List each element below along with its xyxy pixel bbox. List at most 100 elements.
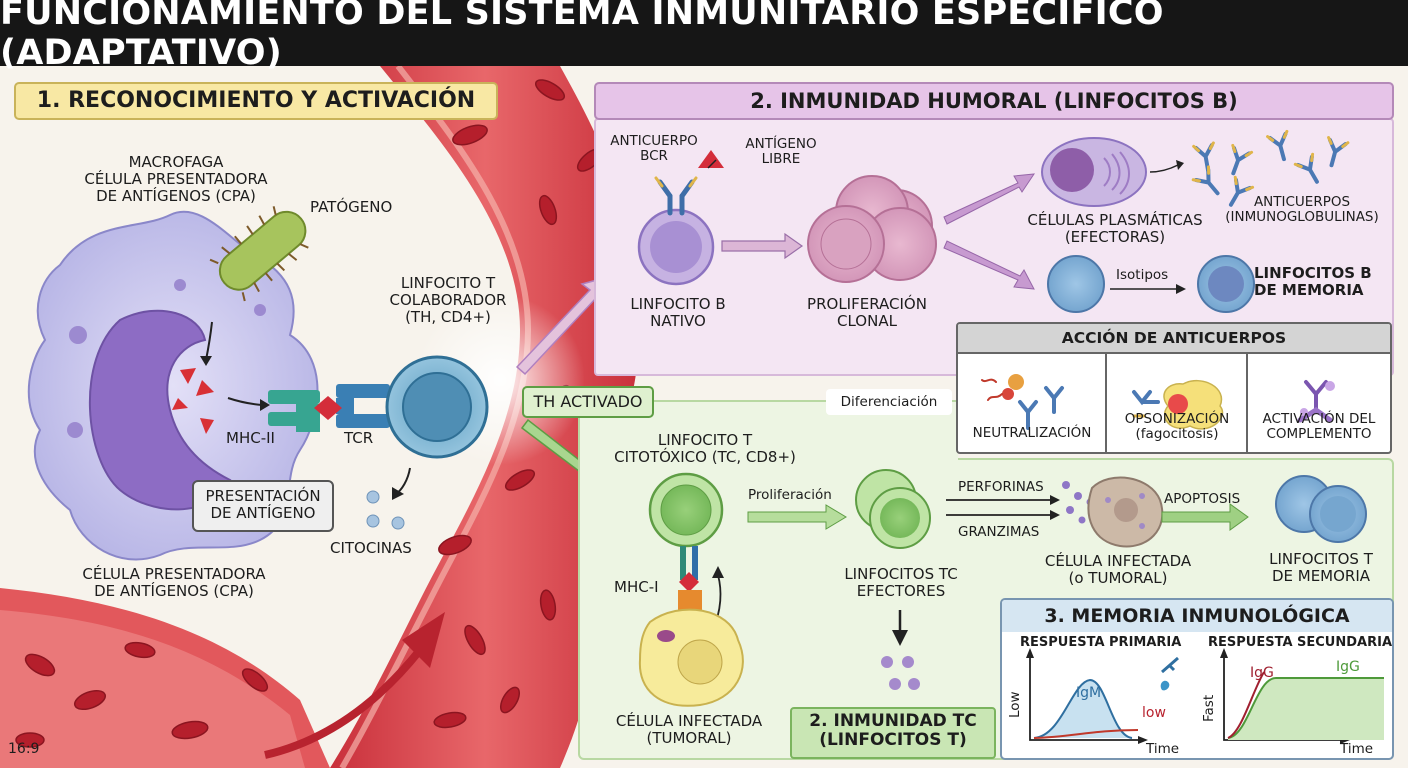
proliferation-label: Proliferación [748,487,832,503]
memory-b-line-1: LINFOCITOS B [1254,264,1372,282]
humoral-title: 2. INMUNIDAD HUMORAL (LINFOCITOS B) [594,82,1394,120]
antibody-action-panel: ACCIÓN DE ANTICUERPOS NEUTRA [956,322,1392,454]
opsonization-line-2: (fagocitosis) [1135,426,1219,443]
antibodies-label: ANTICUERPOS (INMUNOGLOBULINAS) [1212,194,1392,226]
differentiation-label: Diferenciación [826,389,952,415]
tc-label: LINFOCITO T CITOTÓXICO (TC, CD8+) [610,432,800,466]
apoptosis-label: APOPTOSIS [1164,491,1241,507]
secondary-xlabel: Time [1340,741,1374,757]
mhc1-label: MHC-I [614,578,659,596]
primary-ylabel: Low [1007,691,1023,718]
free-antigen-line-1: ANTÍGENO [745,136,817,152]
cellular-title: 2. INMUNIDAD TC (LINFOCITOS T) [790,707,996,759]
macrophage-label: MACROFAGA CÉLULA PRESENTADORA DE ANTÍGEN… [56,154,296,204]
tc-line-2: CITOTÓXICO (TC, CD8+) [614,447,796,466]
th-cell-label-line-2: COLABORADOR [389,290,507,309]
section1-title: 1. RECONOCIMIENTO Y ACTIVACIÓN [14,82,498,120]
secondary-chart [1220,648,1384,744]
free-antigen-line-2: LIBRE [761,151,801,168]
tcr-label: TCR [344,429,374,447]
th-activated-badge: TH ACTIVADO [522,386,654,418]
clonal-line-1: PROLIFERACIÓN [807,295,927,313]
complement-line-1: ACTIVACIÓN DEL [1262,411,1376,427]
neutralization-icon [981,374,1064,430]
opsonization-line-1: OPSONIZACIÓN [1124,411,1230,427]
secondary-curve1-label: IgG [1250,665,1274,681]
infected-target-line-1: CÉLULA INFECTADA [1044,552,1192,570]
naive-b-line-2: NATIVO [650,311,706,330]
free-antigen-label: ANTÍGENO LIBRE [736,136,826,168]
infected-target-line-2: (o TUMORAL) [1068,568,1168,587]
neutralization-label: NEUTRALIZACIÓN [958,425,1106,441]
th-cell-label-line-1: LINFOCITO T [400,274,496,292]
aspect-ratio-label: 16:9 [8,741,40,757]
th-cell-label-line-3: (TH, CD4+) [405,307,491,326]
cellular-title-line-1: 2. INMUNIDAD TC [809,711,977,731]
presentation-line-1: PRESENTACIÓN [205,487,321,505]
macrophage-label-line-1: MACROFAGA [128,153,224,171]
infected-line-2: (ΤUMORAL) [646,728,732,747]
primary-curve1-label: IgM [1076,685,1102,701]
antibodies-line-2: (INMUNOGLOBULINAS) [1225,209,1379,226]
bcr-label-line-2: BCR [640,148,668,165]
cellular-title-line-2: (LINFOCITOS T) [819,730,967,751]
complement-icon [1297,380,1335,423]
effector-label: LINFOCITOS TC EFECTORES [832,566,970,600]
memory-t-line-1: LINFOCITOS T [1269,550,1373,568]
antibody-action-divider-1 [1105,354,1107,452]
antibodies-line-1: ANTICUERPOS [1253,194,1351,210]
memory-b-line-2: DE MEMORIA [1254,280,1364,299]
infected-target-label: CÉLULA INFECTADA (o TUMORAL) [1030,553,1206,587]
complement-line-2: COMPLEMENTO [1266,426,1372,443]
antibody-action-icons [981,374,1335,430]
secondary-title: RESPUESTA SECUNDARIA [1208,635,1393,650]
cpa-label-line-2: DE ANTÍGENOS (CPA) [94,581,254,600]
clonal-line-2: CLONAL [837,311,897,330]
page-title: FUNCIONAMIENTO DEL SISTEMA INMUNITARIO E… [0,0,1408,73]
secondary-ylabel: Fast [1201,694,1217,722]
cpa-label: CÉLULA PRESENTADORA DE ANTÍGENOS (CPA) [62,566,286,600]
plasma-line-2: (EFECTORAS) [1064,227,1166,246]
plasma-label: CÉLULAS PLASMÁTICAS (EFECTORAS) [1022,212,1208,246]
bcr-label: ANTICUERPO BCR [602,133,706,165]
primary-title: RESPUESTA PRIMARIA [1020,635,1182,650]
memory-charts [1026,648,1384,744]
naive-b-line-1: LINFOCITO B [630,295,726,313]
cytokines-label: CITOCINAS [330,539,412,557]
infected-line-1: CÉLULA INFECTADA [615,712,763,730]
th-cell-label: LINFOCITO T COLABORADOR (TH, CD4+) [378,275,518,325]
primary-curve2-label: low [1142,705,1166,721]
antibody-action-divider-2 [1246,354,1248,452]
memory-panel: 3. MEMORIA INMUNOLÓGICA RESPUESTA PRIMAR… [1000,598,1394,760]
pathogen-label: PATÓGENO [310,198,393,216]
memory-t-line-2: DE MEMORIA [1271,566,1371,585]
opsonization-label: OPSONIZACIÓN (fagocitosis) [1107,411,1247,443]
memory-b-label: LINFOCITOS B DE MEMORIA [1254,265,1372,299]
granzymes-label: GRANZIMAS [958,524,1040,540]
neutralization-line-1: NEUTRALIZACIÓN [972,425,1092,441]
effector-line-1: LINFOCITOS TC [844,565,958,583]
cpa-label-line-1: CÉLULA PRESENTADORA [82,565,266,583]
presentation-line-2: DE ANTÍGENO [210,503,316,522]
memory-t-label: LINFOCITOS T DE MEMORIA [1254,551,1388,585]
primary-chart [1026,648,1179,744]
plasma-line-1: CÉLULAS PLASMÁTICAS [1027,211,1203,229]
effector-line-2: EFECTORES [856,581,946,600]
perforins-label: PERFORINAS [958,479,1044,495]
infected-cell-label: CÉLULA INFECTADA (ΤUMORAL) [600,713,778,747]
macrophage-label-line-3: DE ANTÍGENOS (CPA) [96,186,256,205]
complement-label: ACTIVACIÓN DEL COMPLEMENTO [1248,411,1390,443]
primary-xlabel: Time [1146,741,1180,757]
clonal-label: PROLIFERACIÓN CLONAL [792,296,942,330]
antibody-action-title: ACCIÓN DE ANTICUERPOS [958,324,1390,354]
opsonization-icon [1132,379,1224,430]
bcr-label-line-1: ANTICUERPO [610,133,698,149]
mhc2-label: MHC-II [226,429,275,447]
isotypes-label: Isotipos [1116,267,1169,283]
tc-line-1: LINFOCITO T [657,431,753,449]
secondary-curve2-label: IgG [1336,659,1360,675]
macrophage-label-line-2: CÉLULA PRESENTADORA [84,169,268,188]
